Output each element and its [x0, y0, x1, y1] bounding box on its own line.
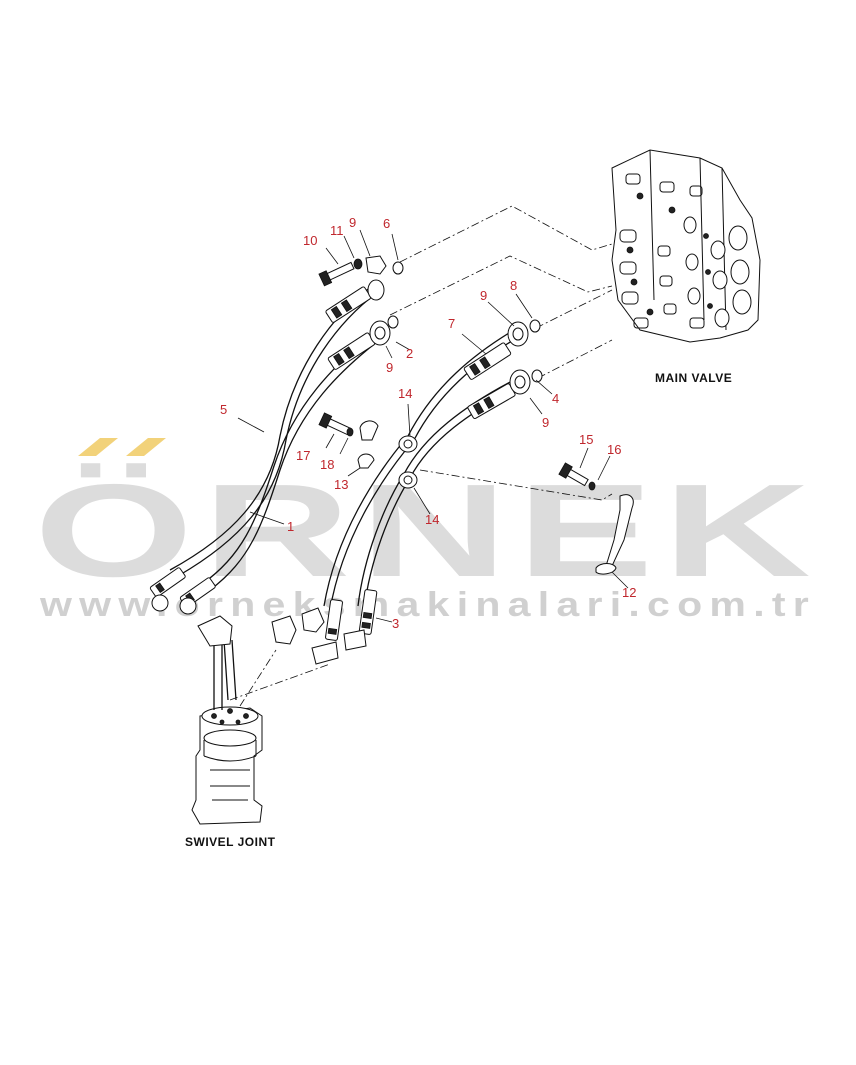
small-parts — [318, 255, 634, 575]
hose-fittings-lower — [149, 567, 378, 665]
callout-11: 11 — [330, 223, 344, 238]
callout-6: 6 — [383, 216, 390, 231]
watermark: ÖRNEK www.orneksmakinalari.com.tr — [34, 438, 820, 624]
callout-10: 10 — [303, 233, 317, 248]
swivel-joint-assembly — [191, 706, 263, 825]
callout-9-right: 9 — [542, 415, 549, 430]
callout-18: 18 — [320, 457, 334, 472]
caption-main-valve: MAIN VALVE — [655, 371, 732, 385]
callout-9-mid: 9 — [480, 288, 487, 303]
watermark-brand: ÖRNEK — [34, 457, 820, 604]
callout-14-bottom: 14 — [425, 512, 439, 527]
callout-17: 17 — [296, 448, 310, 463]
callout-8: 8 — [510, 278, 517, 293]
callout-15: 15 — [579, 432, 593, 447]
callouts: 10 11 9 6 9 8 7 2 9 4 9 5 14 17 18 13 14… — [220, 215, 636, 631]
watermark-accent-left — [78, 438, 118, 456]
callout-13: 13 — [334, 477, 348, 492]
callout-7: 7 — [448, 316, 455, 331]
centerlines — [229, 205, 613, 707]
callout-9-top: 9 — [349, 215, 356, 230]
callout-9-left: 9 — [386, 360, 393, 375]
callout-4: 4 — [552, 391, 559, 406]
hose-fittings-upper — [325, 279, 531, 419]
watermark-accent-right — [126, 438, 166, 456]
callout-3: 3 — [392, 616, 399, 631]
caption-swivel-joint: SWIVEL JOINT — [185, 835, 276, 849]
callout-16: 16 — [607, 442, 621, 457]
callout-1: 1 — [287, 519, 294, 534]
main-valve-assembly — [611, 149, 761, 343]
callout-2: 2 — [406, 346, 413, 361]
callout-5: 5 — [220, 402, 227, 417]
leader-lines — [237, 229, 629, 623]
callout-12: 12 — [622, 585, 636, 600]
callout-14-top: 14 — [398, 386, 412, 401]
